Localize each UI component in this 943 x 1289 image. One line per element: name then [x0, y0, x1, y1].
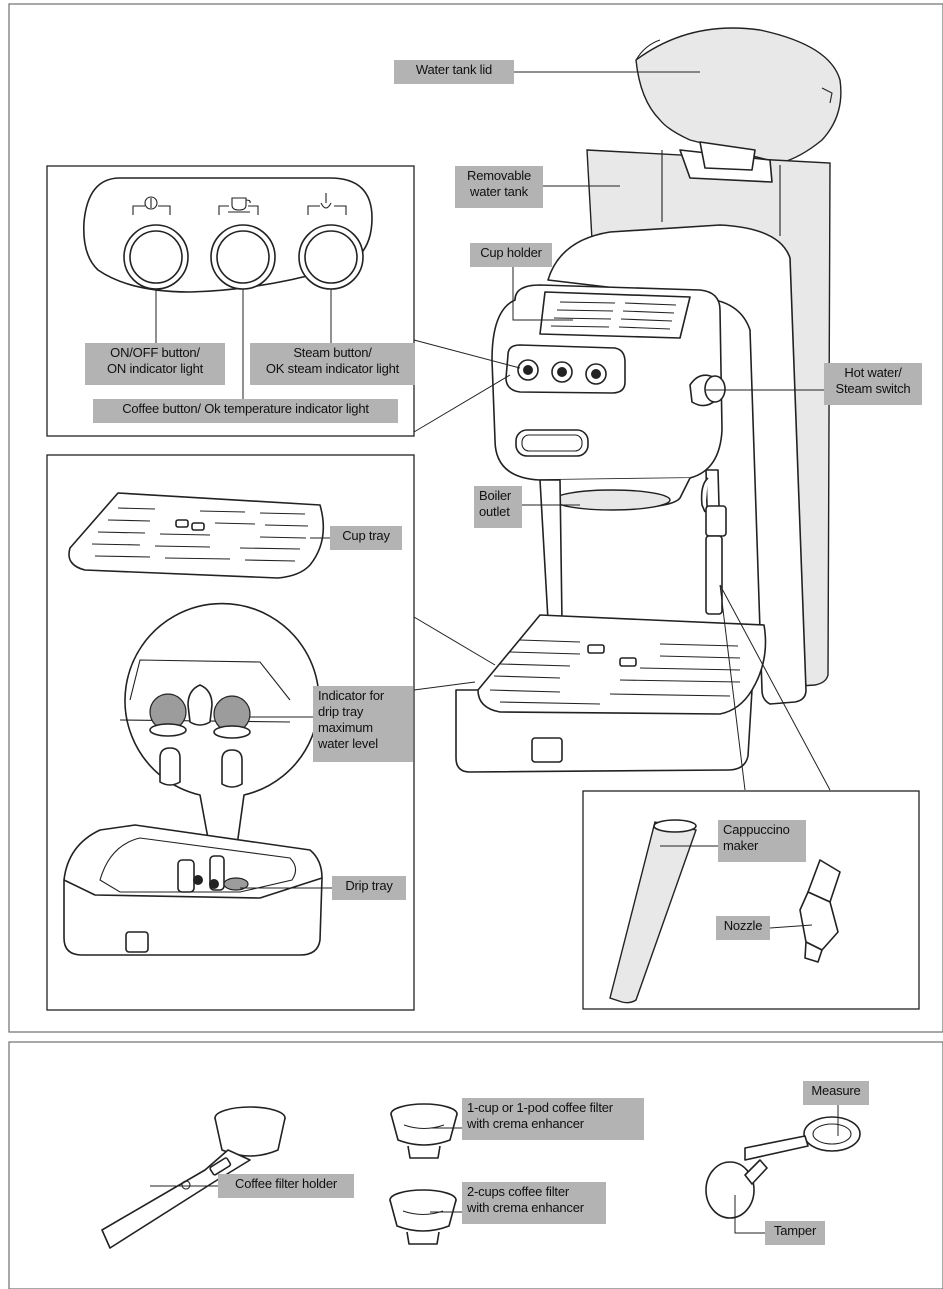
cup-tray-illustration [69, 493, 323, 578]
label-hot-water-steam-switch: Hot water/ Steam switch [824, 363, 922, 405]
coffee-machine-illustration [456, 142, 830, 772]
one-cup-filter-illustration [391, 1104, 457, 1158]
label-steam-button: Steam button/ OK steam indicator light [250, 343, 415, 385]
label-boiler-outlet: Boiler outlet [474, 486, 522, 528]
measure-tamper-illustration [706, 1117, 860, 1218]
label-drip-indicator: Indicator for drip tray maximum water le… [313, 686, 413, 762]
label-drip-tray: Drip tray [332, 876, 406, 900]
label-tamper: Tamper [765, 1221, 825, 1245]
control-panel-illustration [84, 178, 372, 292]
label-water-tank-lid: Water tank lid [394, 60, 514, 84]
label-coffee-filter-holder: Coffee filter holder [218, 1174, 354, 1198]
drip-tray-illustration [64, 825, 322, 955]
label-removable-water-tank: Removable water tank [455, 166, 543, 208]
two-cup-filter-illustration [390, 1190, 456, 1244]
label-cappuccino-maker: Cappuccino maker [718, 820, 806, 862]
bottom-frame [9, 1042, 943, 1289]
label-one-cup-filter: 1-cup or 1-pod coffee filter with crema … [462, 1098, 644, 1140]
label-on-off-button: ON/OFF button/ ON indicator light [85, 343, 225, 385]
label-cup-holder: Cup holder [470, 243, 552, 267]
nozzle-illustration [800, 860, 840, 962]
water-tank-lid-illustration [636, 28, 841, 163]
label-nozzle: Nozzle [716, 916, 770, 940]
drip-indicator-magnifier [120, 604, 319, 860]
label-two-cup-filter: 2-cups coffee filter with crema enhancer [462, 1182, 606, 1224]
label-measure: Measure [803, 1081, 869, 1105]
label-coffee-button: Coffee button/ Ok temperature indicator … [93, 399, 398, 423]
cappuccino-maker-illustration [610, 820, 696, 1003]
label-cup-tray: Cup tray [330, 526, 402, 550]
